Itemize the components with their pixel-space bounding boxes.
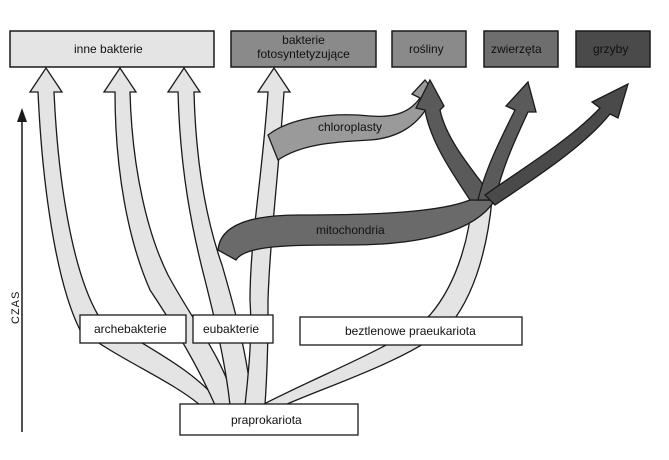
label-photosynthetic-line1: bakterie	[282, 33, 325, 47]
time-axis-arrowhead	[17, 108, 27, 122]
label-proto-prokaryotes: praprokariota	[231, 413, 302, 427]
label-photosynthetic-bacteria: bakterie fotosyntetyzujące	[231, 33, 376, 61]
label-mitochondria: mitochondria	[316, 223, 385, 237]
label-plants: rośliny	[409, 42, 444, 56]
box-animals-shape	[483, 30, 559, 68]
box-proto-eukaryotes-shape	[299, 316, 523, 346]
label-eubacteria: eubakterie	[203, 322, 260, 336]
branch-plants	[415, 78, 497, 201]
box-other-bacteria-shape	[9, 30, 215, 68]
box-proto-prokaryotes-shape	[179, 403, 359, 436]
label-anaerobic-proto-eukaryotes: beztlenowe praeukariota	[345, 324, 476, 338]
box-archaebacteria-shape	[79, 314, 187, 344]
box-plants-shape	[391, 30, 467, 68]
time-axis-text: CZAS	[10, 290, 22, 324]
label-animals: zwierzęta	[491, 42, 542, 56]
box-fungi-shape	[575, 30, 651, 68]
stream-other-bacteria-mid	[102, 66, 236, 406]
time-axis-label: CZAS	[10, 290, 36, 330]
label-photosynthetic-line2: fotosyntetyzujące	[257, 47, 350, 61]
box-eubacteria-shape	[192, 314, 274, 344]
time-axis	[17, 108, 27, 432]
label-archaebacteria: archebakterie	[94, 322, 167, 336]
label-fungi: grzyby	[593, 42, 629, 56]
label-chloroplasts: chloroplasty	[318, 120, 383, 134]
branch-fungi	[483, 82, 630, 206]
branch-animals	[477, 80, 537, 201]
box-photosynthetic-shape	[230, 30, 377, 68]
label-other-bacteria: inne bakterie	[74, 42, 143, 56]
eukaryote-branches	[415, 78, 630, 206]
